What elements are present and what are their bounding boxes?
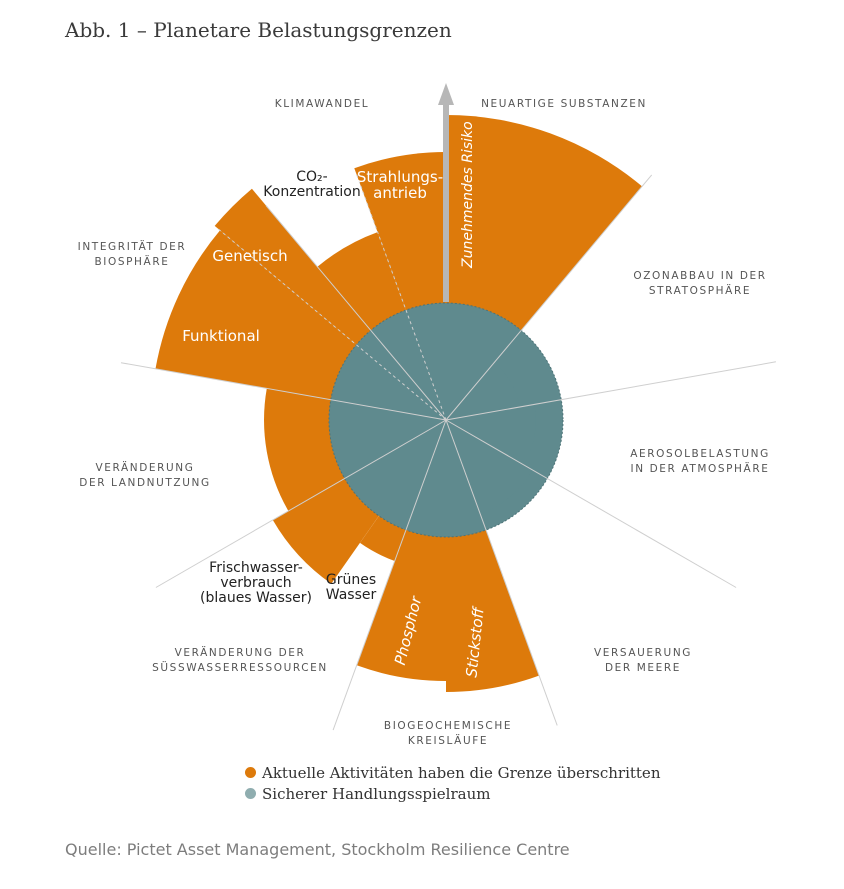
legend-item-exceeded: Aktuelle Aktivitäten haben die Grenze üb…: [245, 762, 660, 783]
divider-line-3: [445, 419, 737, 588]
divider-line-9: [215, 226, 447, 421]
category-label-novel: NEUARTIGE SUBSTANZEN: [481, 98, 647, 110]
divider-layer: [120, 173, 776, 731]
legend-swatch-exceeded: [245, 767, 256, 778]
risk-arrow-label: Zunehmendes Risiko: [460, 121, 476, 269]
legend-item-safe: Sicherer Handlungsspielraum: [245, 783, 660, 804]
divider-line-8: [355, 173, 447, 421]
source-note: Quelle: Pictet Asset Management, Stockho…: [65, 840, 570, 859]
segment-label-funktional: Funktional: [182, 327, 260, 345]
legend-label-safe: Sicherer Handlungsspielraum: [262, 784, 491, 803]
risk-arrow-layer: Zunehmendes Risiko: [438, 83, 476, 302]
category-label-layer: KLIMAWANDEL NEUARTIGE SUBSTANZEN OZONABBAU…: [78, 98, 770, 747]
divider-line-7: [120, 362, 447, 421]
risk-arrow: [438, 83, 454, 302]
divider-line-5: [332, 419, 447, 731]
legend-label-exceeded: Aktuelle Aktivitäten haben die Grenze üb…: [262, 763, 661, 782]
segment-label-frischwasser: Frischwasser-verbrauch(blaues Wasser): [200, 560, 312, 606]
boundary-circle: [328, 302, 564, 538]
segment-label-strahlung: Strahlungs-antrieb: [357, 168, 443, 202]
divider-line-6: [155, 419, 447, 588]
divider-line-0: [265, 205, 447, 421]
divider-line-1: [445, 174, 653, 421]
safe-inner-wedge-1: [446, 404, 536, 465]
category-label-climate: KLIMAWANDEL: [275, 98, 370, 110]
divider-line-4: [445, 419, 558, 726]
chart-title: Abb. 1 – Planetare Belastungsgrenzen: [65, 18, 452, 42]
segment-label-genetisch: Genetisch: [212, 247, 287, 265]
segment-label-co2: CO₂-Konzentration: [263, 169, 360, 200]
divider-line-2: [445, 361, 776, 421]
legend: Aktuelle Aktivitäten haben die Grenze üb…: [245, 762, 660, 804]
safe-inner-wedge-2: [446, 420, 533, 514]
safe-inner-wedge-0: [446, 362, 520, 420]
legend-swatch-safe: [245, 788, 256, 799]
planetary-boundaries-chart: Zunehmendes Risiko Strahlungs-antriebCO₂…: [78, 83, 776, 747]
